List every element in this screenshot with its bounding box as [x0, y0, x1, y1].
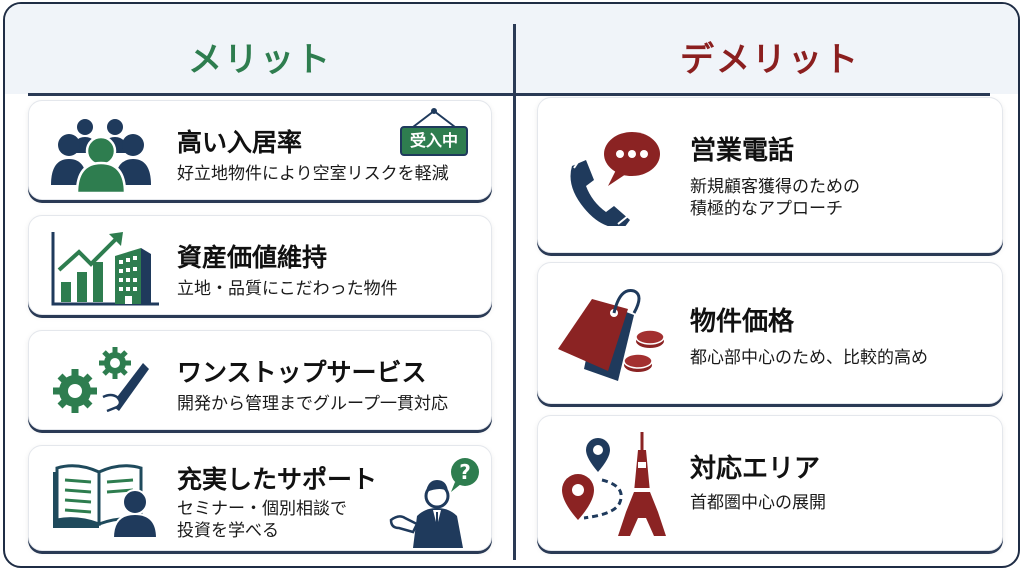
- phone-chat-icon: [570, 132, 660, 226]
- svg-text:?: ?: [459, 460, 471, 484]
- card-title: 高い入居率: [177, 128, 303, 157]
- merit-card-asset-value: 資産価値維持 立地・品質にこだわった物件: [28, 215, 492, 315]
- column-divider: [513, 24, 516, 560]
- price-tag-coins-icon: [558, 288, 665, 381]
- card-description: 首都圏中心の展開: [690, 493, 826, 513]
- demerit-card-sales-calls: 営業電話 新規顧客獲得のための 積極的なアプローチ: [537, 97, 1003, 253]
- header-underline: [28, 93, 990, 96]
- card-description: 開発から管理までグループ一貫対応: [177, 394, 448, 414]
- demerit-card-service-area: 対応エリア 首都圏中心の展開: [537, 415, 1003, 551]
- card-title: ワンストップサービス: [177, 358, 427, 387]
- card-description: 好立地物件により空室リスクを軽減: [177, 164, 449, 184]
- card-title: 物件価格: [690, 307, 795, 337]
- card-title: 対応エリア: [690, 454, 821, 484]
- card-description: 都心部中心のため、比較的高め: [690, 348, 928, 368]
- people-group-icon: [51, 119, 151, 193]
- chart-building-icon: [51, 232, 159, 306]
- now-accepting-sign: 受入中: [393, 107, 475, 159]
- card-description: セミナー・個別相談で 投資を学べる: [177, 499, 347, 542]
- gears-handshake-icon: [53, 347, 149, 413]
- demerit-heading: デメリット: [680, 40, 860, 80]
- merit-card-support: 充実したサポート セミナー・個別相談で 投資を学べる ?: [28, 445, 492, 551]
- map-pin-tower-icon: [562, 432, 666, 536]
- badge-label: 受入中: [409, 131, 458, 150]
- comparison-frame: メリット デメリット 高い入居率 好立地物件により空室リスクを軽減 受入中: [3, 2, 1020, 568]
- merit-heading: メリット: [188, 40, 332, 80]
- hanging-sign-icon: [400, 108, 468, 156]
- header-band: [5, 4, 1018, 94]
- demerit-card-property-price: 物件価格 都心部中心のため、比較的高め: [537, 262, 1003, 404]
- card-title: 営業電話: [690, 136, 795, 166]
- card-title: 資産価値維持: [177, 243, 328, 272]
- card-description: 新規顧客獲得のための 積極的なアプローチ: [690, 177, 860, 220]
- card-description: 立地・品質にこだわった物件: [177, 279, 398, 299]
- book-person-icon: [53, 464, 159, 538]
- merit-card-occupancy: 高い入居率 好立地物件により空室リスクを軽減 受入中: [28, 100, 492, 200]
- merit-card-one-stop: ワンストップサービス 開発から管理までグループ一貫対応: [28, 330, 492, 430]
- consultant-question-icon: ?: [389, 458, 479, 548]
- card-title: 充実したサポート: [177, 465, 378, 494]
